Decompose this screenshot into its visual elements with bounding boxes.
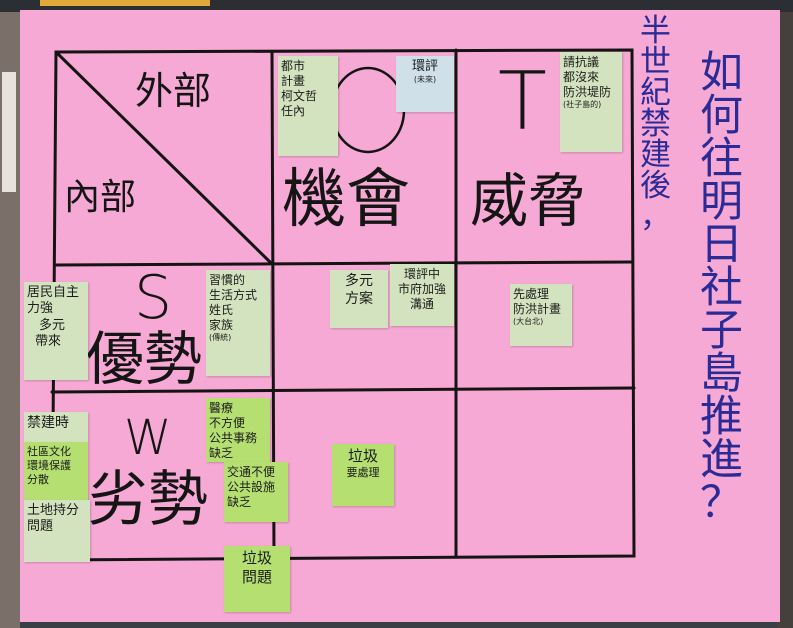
note-garbage-handle: 垃圾 要處理: [332, 444, 394, 506]
note-eia: 環評 (未來): [396, 56, 454, 112]
o-circle: [330, 66, 406, 154]
note-line: 請抗議: [563, 55, 600, 69]
question-char: 日: [700, 220, 743, 270]
note-flood-plan: 先處理 防洪計畫 (大台北): [510, 284, 572, 346]
subtitle-char: 半: [640, 13, 671, 49]
top-edge: [0, 0, 793, 12]
note-line: 防洪計畫: [513, 302, 562, 316]
subtitle-char: ，: [640, 199, 671, 235]
question-char: 明: [700, 177, 743, 227]
question-char: 何: [700, 91, 743, 141]
grid-line-h2: [50, 386, 636, 394]
note-line: 社區文化: [27, 445, 71, 458]
w-letter: W: [124, 410, 172, 466]
question-char: 社: [700, 263, 743, 313]
note-eia-communication: 環評中 市府加強 溝通: [390, 264, 454, 326]
note-line: 市府加強: [397, 282, 446, 296]
note-line: (未來): [413, 75, 437, 85]
note-line: 環境保護: [27, 458, 71, 472]
subtitle-char: 建: [640, 137, 671, 173]
note-line: 環評: [411, 59, 438, 74]
question-char: 推: [700, 392, 743, 442]
note-traffic: 交通不便 公共設施 缺乏: [224, 462, 288, 522]
question-char: 進: [700, 435, 743, 485]
note-line: (傳統): [209, 333, 232, 342]
note-city-planning: 都市 計畫 柯文哲 任內: [278, 56, 338, 156]
note-line: 環評中: [403, 267, 440, 281]
left-edge: [0, 12, 20, 628]
note-line: 交通不便: [227, 465, 276, 479]
note-line: 計畫: [281, 74, 306, 88]
note-line: (大台北): [513, 317, 544, 326]
note-line: 缺乏: [209, 446, 234, 460]
note-medical: 醫療 不方便 公共事務 缺乏: [206, 398, 270, 462]
note-line: 先處理: [513, 287, 550, 301]
background-sheet: [2, 72, 16, 192]
note-line: 禁建時: [27, 415, 69, 431]
note-line: 多元: [345, 273, 373, 289]
note-line: 問題: [241, 567, 272, 586]
note-community: 社區文化 環境保護 分散: [24, 442, 88, 500]
note-line: 土地持分: [27, 503, 80, 518]
note-garbage-problem: 垃圾 問題: [224, 546, 290, 612]
subtitle-char: 後: [640, 168, 671, 204]
subtitle-char: 世: [640, 44, 671, 80]
weakness-label: 劣勢: [88, 465, 208, 535]
note-line: 缺乏: [227, 495, 252, 509]
note-line: 問題: [27, 519, 54, 535]
strength-label: 優勢: [86, 325, 203, 393]
subtitle-char: 禁: [640, 106, 671, 142]
question-char: ？: [700, 478, 743, 528]
note-line: 不方便: [209, 416, 246, 430]
note-line: 力強: [27, 301, 54, 317]
note-line: 分散: [27, 472, 49, 486]
note-line: 公共設施: [227, 480, 276, 494]
note-line: 垃圾: [241, 549, 272, 567]
note-line: 醫療: [209, 401, 234, 415]
note-line: 柯文哲: [281, 89, 318, 103]
note-line: 都市: [281, 59, 306, 73]
outer-label: 外部: [135, 69, 212, 113]
right-edge: [777, 12, 793, 628]
subtitle: 半世紀禁建後，: [640, 16, 671, 233]
note-line: 都沒來: [563, 70, 600, 84]
note-line: 習慣的: [209, 273, 246, 287]
note-lifestyle: 習慣的 生活方式 姓氏 家族 (傳統): [206, 270, 270, 376]
note-diverse-plan: 多元 方案: [330, 270, 388, 328]
note-ban-building: 禁建時: [24, 412, 88, 442]
note-line: 溝通: [409, 297, 434, 311]
inner-label: 內部: [64, 177, 137, 218]
threat-label: 威脅: [470, 167, 587, 235]
amber-strip: [40, 0, 210, 6]
grid-diagonal: [56, 52, 272, 264]
question-char: 子: [700, 306, 743, 356]
note-residents: 居民自主 力強 多元 帶來: [24, 282, 88, 380]
note-line: 垃圾: [347, 447, 378, 465]
grid-line-h1: [54, 260, 634, 267]
opportunity-label: 機會: [282, 163, 410, 237]
main-question: 如何往明日社子島推進？: [700, 52, 743, 525]
question-char: 島: [700, 349, 743, 399]
note-line: 要處理: [346, 465, 380, 479]
note-line: (社子島的): [563, 100, 602, 109]
note-line: 防洪堤防: [563, 85, 612, 99]
note-line: 帶來: [35, 333, 62, 349]
note-land-share: 土地持分 問題: [24, 500, 90, 562]
note-line: 生活方式: [209, 288, 258, 302]
note-line: 姓氏: [209, 303, 234, 317]
note-protest: 請抗議 都沒來 防洪堤防 (社子島的): [560, 52, 622, 152]
note-line: 方案: [345, 290, 373, 307]
note-line: 公共事務: [209, 431, 258, 445]
note-line: 多元: [39, 317, 66, 333]
question-char: 往: [700, 134, 743, 184]
note-line: 居民自主: [27, 285, 80, 300]
s-letter: S: [134, 263, 173, 333]
subtitle-char: 紀: [640, 75, 671, 111]
t-letter: T: [498, 55, 547, 148]
question-char: 如: [700, 48, 743, 98]
note-line: 任內: [281, 104, 306, 118]
note-line: 家族: [209, 318, 234, 332]
